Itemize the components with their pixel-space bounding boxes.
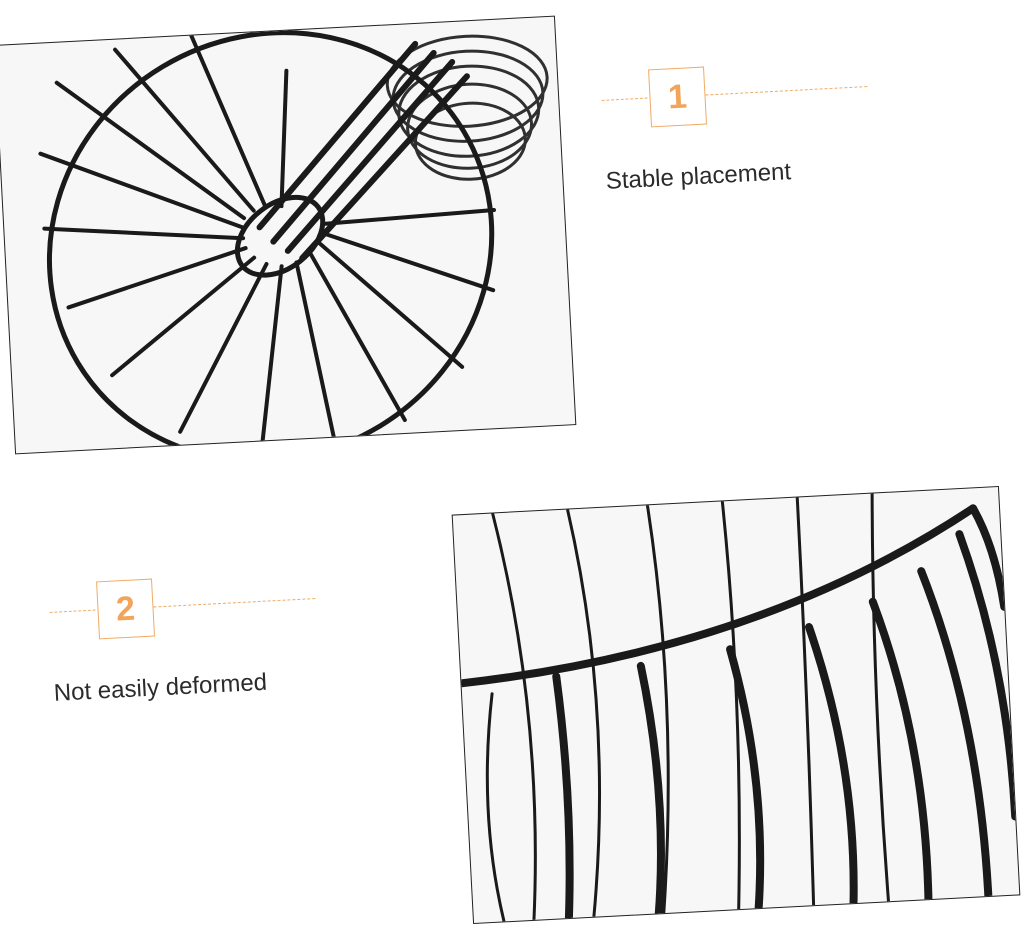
- feature-1: 1 Stable placement: [600, 55, 887, 209]
- feature-number-badge: 1: [648, 66, 707, 128]
- wire-basket-base-image: [38, 28, 549, 454]
- basket-base-photo: [0, 15, 577, 455]
- dashed-line-right: [705, 86, 868, 96]
- dashed-line-right: [153, 598, 316, 608]
- wire-basket-rim-image: [457, 492, 1020, 923]
- feature-caption: Not easily deformed: [53, 668, 268, 707]
- feature-2: 2 Not easily deformed: [48, 567, 335, 721]
- dashed-line-left: [601, 97, 648, 101]
- basket-rim-photo: [451, 485, 1021, 925]
- feature-number-badge: 2: [96, 578, 155, 640]
- dashed-line-left: [49, 609, 96, 613]
- feature-caption: Stable placement: [605, 158, 792, 195]
